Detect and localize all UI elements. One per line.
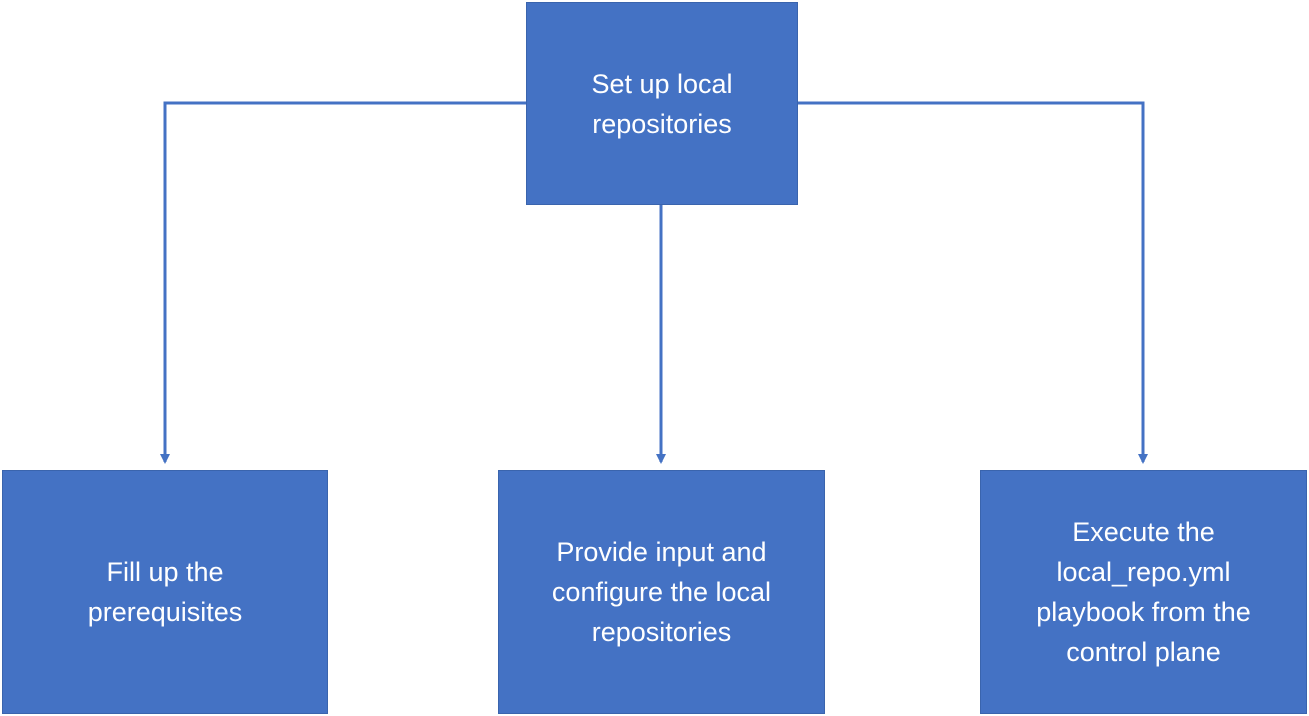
node-label: Set up local repositories (591, 68, 733, 139)
node-fill-prerequisites: Fill up the prerequisites (2, 470, 328, 714)
node-execute-playbook: Execute the local_repo.yml playbook from… (980, 470, 1307, 714)
connector-root-to-step-1 (160, 101, 526, 464)
node-setup-local-repositories: Set up local repositories (526, 2, 798, 205)
node-label: Provide input and configure the local re… (551, 537, 772, 647)
node-label: Execute the local_repo.yml playbook from… (1036, 517, 1251, 667)
node-label: Fill up the prerequisites (87, 557, 243, 627)
node-provide-input-configure: Provide input and configure the local re… (498, 470, 825, 714)
connector-root-to-step-3 (798, 101, 1148, 464)
